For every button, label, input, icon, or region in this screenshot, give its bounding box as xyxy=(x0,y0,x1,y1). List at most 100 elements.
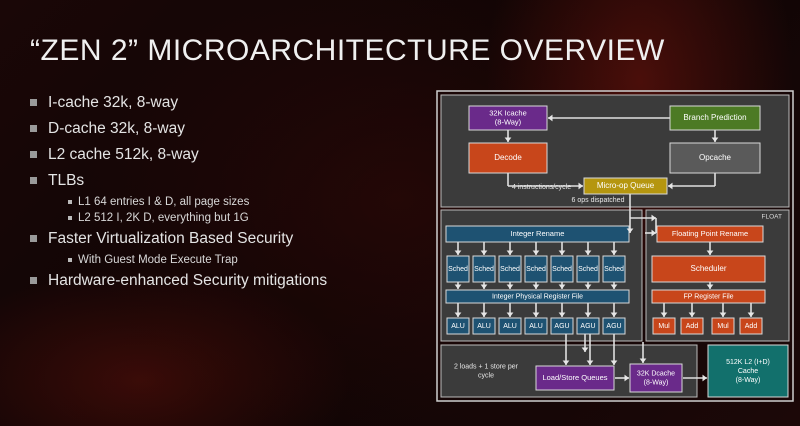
fp-unit-add-box-2 xyxy=(680,317,704,335)
branch-prediction-box-label-line-1: Branch Prediction xyxy=(683,113,746,122)
arrow-prf-to-unit-5-head xyxy=(558,312,566,317)
bullet-security-mitigations: Hardware-enhanced Security mitigations xyxy=(30,272,430,290)
arrow-rename-to-sched-3-head xyxy=(506,250,514,255)
arrow-rename-to-sched-6-head xyxy=(584,250,592,255)
arrow-fprf-to-unit-4-head xyxy=(747,312,755,317)
arrow-queue-to-fp-rename-stub-head xyxy=(651,214,656,222)
arrow-agu-to-lsq-3-head xyxy=(610,360,618,365)
arrow-branch-to-opcache-head xyxy=(711,137,719,142)
arrow-queue-to-int-rename-head xyxy=(626,228,634,233)
micro-op-queue-box xyxy=(583,177,668,195)
integer-rename-box xyxy=(445,225,630,243)
l2-cache-box xyxy=(707,344,789,398)
arrow-prf-to-unit-3-head xyxy=(506,312,514,317)
fp-register-file-box-label-line-1: FP Register File xyxy=(683,293,733,300)
fp-scheduler-box xyxy=(651,255,766,283)
opcache-box-label-line-1: Opcache xyxy=(699,153,732,162)
arrow-icache-to-decode-head xyxy=(504,137,512,142)
arrow-agu-to-lsq-2-head xyxy=(586,360,594,365)
arrow-lsq-to-dcache-head xyxy=(624,374,629,382)
diagram-outer-frame xyxy=(436,90,794,402)
arrow-sched-to-prf-1-head xyxy=(454,284,462,289)
int-unit-alu-box-4 xyxy=(524,317,548,335)
arrow-sched-to-prf-5-head xyxy=(558,284,566,289)
arrow-scheduler-to-fprf-head xyxy=(706,284,714,289)
sub-bullet-guest-mode: With Guest Mode Execute Trap xyxy=(30,254,430,266)
sched-box-4-label-line-1: Sched xyxy=(526,266,546,273)
sched-box-1-label-line-1: Sched xyxy=(448,266,468,273)
int-unit-alu-box-1-label-line-1: ALU xyxy=(451,323,465,330)
dcache-box-label-line-1: 32K Dcache xyxy=(637,370,675,377)
loads-stores-per-cycle-label-line-2: cycle xyxy=(478,372,494,379)
bullet-virtualization: Faster Virtualization Based Security xyxy=(30,230,430,248)
sched-box-2-label-line-1: Sched xyxy=(474,266,494,273)
int-unit-agu-box-6 xyxy=(576,317,600,335)
arrow-fprename-to-scheduler-head xyxy=(706,250,714,255)
fp-unit-mul-box-1-label-line-1: Mul xyxy=(658,323,670,330)
arrow-rename-to-sched-7-head xyxy=(610,250,618,255)
fp-register-file-box xyxy=(651,289,766,304)
instructions-per-cycle-label: 4 instructions/cycle xyxy=(512,184,571,191)
arrow-fprf-to-unit-3-head xyxy=(719,312,727,317)
arrow-rename-to-sched-4-head xyxy=(532,250,540,255)
arrow-opcache-to-queue-head xyxy=(668,182,673,190)
loads-stores-per-cycle-label-line-1: 2 loads + 1 store per xyxy=(454,363,519,370)
arrow-dcache-to-l2-head xyxy=(702,374,707,382)
arrow-rename-to-sched-5-head xyxy=(558,250,566,255)
int-unit-alu-box-1 xyxy=(446,317,470,335)
dcache-box xyxy=(629,363,683,393)
arrow-prf-to-unit-4-head xyxy=(532,312,540,317)
arrow-fp-to-dcache-head xyxy=(639,358,647,363)
int-unit-agu-box-6-label-line-1: AGU xyxy=(580,323,595,330)
fp-unit-mul-box-3-label-line-1: Mul xyxy=(717,323,729,330)
fp-scheduler-box-label-line-1: Scheduler xyxy=(690,264,726,273)
icache-box xyxy=(468,105,548,131)
fp-unit-mul-box-3 xyxy=(711,317,735,335)
icache-box-label-line-1: 32K Icache xyxy=(489,108,527,117)
arrow-sched-to-prf-7-head xyxy=(610,284,618,289)
bullet-l2-cache: L2 cache 512k, 8-way xyxy=(30,146,430,164)
arrow-fprf-to-unit-2-head xyxy=(688,312,696,317)
load-store-queues-box-label-line-1: Load/Store Queues xyxy=(542,373,607,382)
integer-register-file-box-label-line-1: Integer Physical Register File xyxy=(492,293,583,300)
bullet-dcache: D-cache 32k, 8-way xyxy=(30,120,430,138)
fp-unit-mul-box-1 xyxy=(652,317,676,335)
arrow-rename-to-sched-1-head xyxy=(454,250,462,255)
sub-bullet-l2-tlb: L2 512 I, 2K D, everything but 1G xyxy=(30,212,430,224)
decode-box-label-line-1: Decode xyxy=(494,153,522,162)
arrow-prf-to-unit-2-head xyxy=(480,312,488,317)
arrow-into-fp-rename-head xyxy=(651,229,656,237)
fp-unit-add-box-4 xyxy=(739,317,763,335)
micro-op-queue-box-label-line-1: Micro-op Queue xyxy=(597,181,655,190)
sched-box-5-label-line-1: Sched xyxy=(552,266,572,273)
load-store-queues-box xyxy=(535,365,615,391)
dcache-box-label-line-2: (8-Way) xyxy=(644,379,669,386)
arrow-agu-to-lsq-1-head xyxy=(562,360,570,365)
bullet-icache: I-cache 32k, 8-way xyxy=(30,94,430,112)
sched-box-3-label-line-1: Sched xyxy=(500,266,520,273)
integer-rename-box-label-line-1: Integer Rename xyxy=(511,229,565,238)
slide-title: “ZEN 2” MICROARCHITECTURE OVERVIEW xyxy=(30,34,665,67)
arrow-unit-down-1-head xyxy=(581,347,589,352)
decode-box xyxy=(468,142,548,174)
integer-register-file-box xyxy=(445,289,630,304)
fp-unit-add-box-4-label-line-1: Add xyxy=(745,323,758,330)
arrow-branch-to-icache-head xyxy=(548,114,553,122)
int-unit-agu-box-5-label-line-1: AGU xyxy=(554,323,569,330)
arrow-sched-to-prf-2-head xyxy=(480,284,488,289)
ops-dispatched-label: 6 ops dispatched xyxy=(572,197,625,204)
int-unit-alu-box-2 xyxy=(472,317,496,335)
l2-cache-box-label-line-2: Cache xyxy=(738,368,758,375)
int-unit-alu-box-3 xyxy=(498,317,522,335)
bullet-list: I-cache 32k, 8-way D-cache 32k, 8-way L2… xyxy=(30,94,430,298)
int-unit-alu-box-3-label-line-1: ALU xyxy=(503,323,517,330)
arrow-sched-to-prf-3-head xyxy=(506,284,514,289)
arrow-rename-to-sched-2-head xyxy=(480,250,488,255)
arrow-sched-to-prf-6-head xyxy=(584,284,592,289)
int-unit-alu-box-4-label-line-1: ALU xyxy=(529,323,543,330)
int-unit-alu-box-2-label-line-1: ALU xyxy=(477,323,491,330)
l2-cache-box-label-line-1: 512K L2 (I+D) xyxy=(726,359,770,366)
arrow-sched-to-prf-4-head xyxy=(532,284,540,289)
int-unit-agu-box-5 xyxy=(550,317,574,335)
